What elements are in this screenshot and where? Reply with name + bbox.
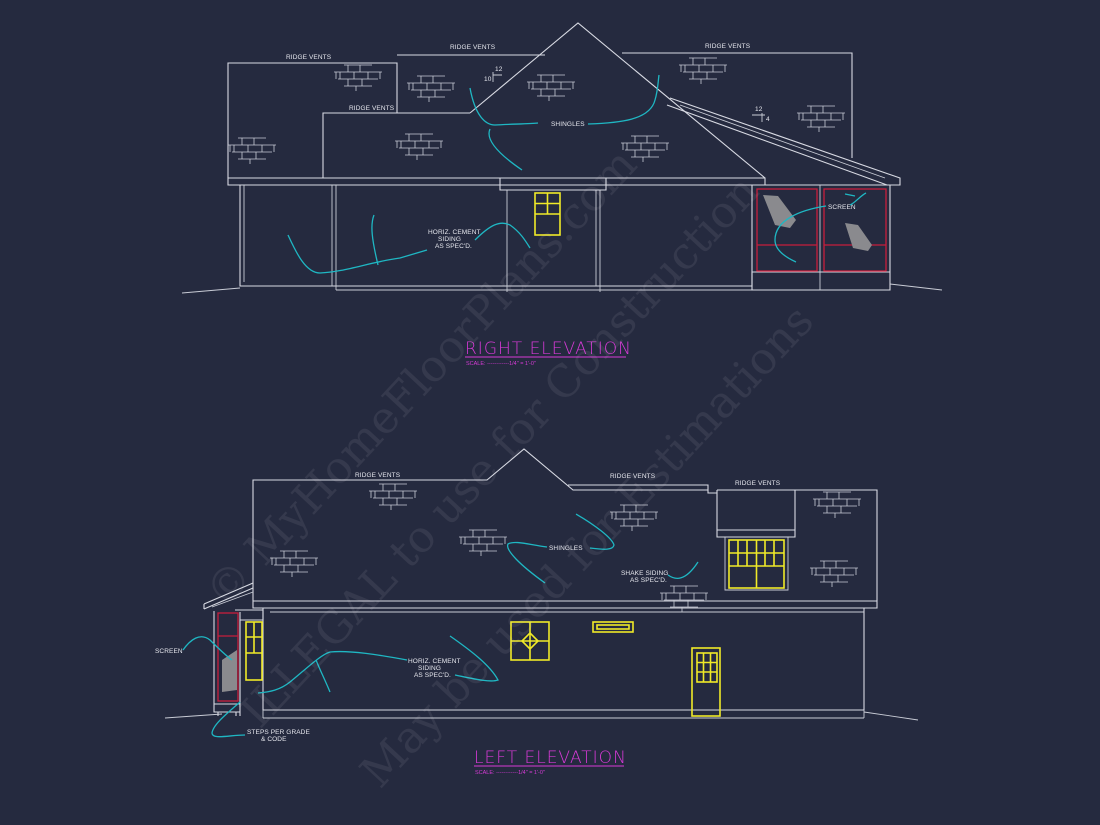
window-diamond: [510, 621, 550, 661]
porch-roof-line: [211, 591, 254, 608]
label-siding: AS SPEC'D.: [414, 672, 451, 679]
pitch-rise: 4: [766, 116, 770, 123]
pitch-symbol: [492, 72, 502, 82]
window-side: [245, 621, 263, 681]
wall-outline: [262, 608, 865, 711]
label-siding: SIDING: [418, 665, 441, 672]
porch-frame: [213, 611, 241, 716]
porch-roof: [203, 582, 254, 610]
shingle-hatch: [394, 133, 444, 161]
shingle-hatch: [368, 483, 418, 511]
label-shake-siding: SHAKE SIDING: [621, 570, 668, 577]
bumpout: [499, 178, 607, 191]
dormer: [716, 490, 796, 538]
shingle-hatch: [809, 560, 859, 588]
porch-screen: [217, 612, 239, 702]
leader-lines: [182, 513, 699, 738]
grade-line: [164, 711, 919, 721]
porch-post: [235, 609, 264, 716]
leader-lines: [287, 74, 867, 274]
label-ridge-vents: RIDGE VENTS: [286, 54, 332, 61]
label-shake-siding: AS SPEC'D.: [630, 577, 667, 584]
porch-screen: [756, 188, 887, 272]
window-transom: [592, 621, 634, 633]
pitch-run: 12: [495, 66, 503, 73]
grade-line: [181, 283, 943, 294]
label-ridge-vents: RIDGE VENTS: [610, 473, 656, 480]
roof-right-block: [622, 52, 853, 158]
window-dormer: [728, 539, 785, 589]
shingle-hatch: [526, 74, 576, 102]
label-screen: SCREEN: [155, 648, 183, 655]
window-double-hung: [534, 192, 561, 236]
pitch-run: 12: [755, 106, 763, 113]
label-ridge-vents: RIDGE VENTS: [735, 480, 781, 487]
label-siding: HORIZ. CEMENT: [428, 229, 481, 236]
label-siding: SIDING: [438, 236, 461, 243]
right-elevation: 12 10 12 4 RIDGE VENTS RIDGE VENTS RIDGE…: [181, 22, 943, 367]
porch-roof-line: [679, 104, 886, 179]
wall-trim: [243, 185, 752, 292]
label-siding: AS SPEC'D.: [435, 243, 472, 250]
door: [691, 647, 721, 717]
dormer-frame: [724, 537, 789, 591]
scale-note: SCALE: ------------1/4" = 1'-0": [466, 361, 536, 367]
pitch-symbol: [752, 113, 765, 122]
shingle-hatch: [406, 75, 456, 103]
label-screen: SCREEN: [828, 204, 856, 211]
main-gable: [469, 22, 766, 179]
shingle-hatch: [796, 105, 846, 133]
label-ridge-vents: RIDGE VENTS: [355, 472, 401, 479]
porch-frame: [751, 184, 891, 291]
pitch-rise: 10: [484, 76, 492, 83]
shingle-hatch: [227, 137, 277, 165]
wall-outline: [239, 185, 753, 287]
title-right-elevation: RIGHT ELEVATION: [465, 339, 632, 359]
roof-right: [717, 489, 878, 601]
eave-line: [252, 600, 878, 609]
shingle-hatch: [333, 64, 383, 92]
shingle-hatch: [678, 57, 728, 85]
label-ridge-vents: RIDGE VENTS: [450, 44, 496, 51]
label-steps: STEPS PER GRADE: [247, 729, 310, 736]
shingle-hatch: [812, 491, 862, 519]
label-shingles: SHINGLES: [549, 545, 583, 552]
left-elevation: RIDGE VENTS RIDGE VENTS RIDGE VENTS SHIN…: [155, 448, 919, 776]
shingle-hatch: [458, 529, 508, 557]
eave-line: [227, 177, 766, 186]
label-steps: & CODE: [261, 736, 287, 743]
wall-trim: [262, 611, 865, 719]
label-siding: HORIZ. CEMENT: [408, 658, 461, 665]
roof-left-block: [227, 62, 398, 178]
roof-outline: [252, 448, 717, 601]
roof-lower-block: [322, 112, 470, 178]
label-shingles: SHINGLES: [551, 121, 585, 128]
porch-roof: [666, 97, 901, 186]
scale-note: SCALE: ------------1/4" = 1'-0": [475, 770, 545, 776]
label-ridge-vents: RIDGE VENTS: [705, 43, 751, 50]
title-left-elevation: LEFT ELEVATION: [474, 748, 627, 768]
label-ridge-vents: RIDGE VENTS: [349, 105, 395, 112]
